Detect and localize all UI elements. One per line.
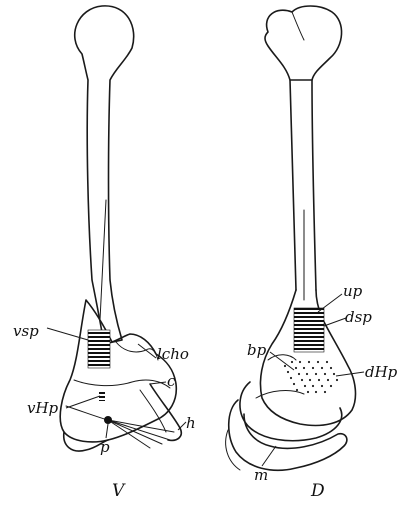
dhp-dots: [284, 361, 338, 393]
ventral-view-label: V: [112, 481, 126, 501]
p-dot: [104, 416, 112, 424]
vsp-patch: [88, 330, 110, 368]
label-up: up: [343, 282, 363, 300]
label-dsp: dsp: [345, 308, 372, 326]
label-bp: bp: [247, 341, 267, 359]
vhp-leader: [66, 396, 100, 408]
dsp-leader: [324, 318, 346, 326]
up-leader: [318, 294, 342, 312]
dorsal-lower-condyle-inner: [256, 391, 304, 398]
ventral-view: vsp lcho c vHp h p V: [13, 6, 196, 501]
label-h: h: [186, 414, 196, 432]
dorsal-view: up dsp bp dHp m D: [226, 6, 398, 501]
dorsal-shaft: [290, 80, 316, 290]
vsp-leader: [47, 328, 88, 340]
dorsal-head-crease: [292, 12, 304, 40]
dorsal-base: [229, 400, 347, 470]
ventral-mid-lobe: [74, 380, 170, 388]
label-vhp: vHp: [27, 399, 59, 417]
label-lcho: lcho: [157, 345, 189, 363]
dorsal-base-lower: [226, 430, 240, 470]
ventral-lower-ridge: [66, 406, 108, 420]
label-dhp: dHp: [365, 363, 398, 381]
ventral-humerus-outline: [75, 6, 134, 344]
ventral-tendon-3: [108, 420, 162, 444]
dorsal-view-label: D: [310, 481, 325, 501]
ventral-shaft-ridge: [100, 200, 106, 320]
p-leader: [106, 424, 108, 438]
ventral-upper-lobe: [116, 342, 158, 360]
label-vsp: vsp: [13, 322, 39, 340]
label-c: c: [167, 372, 176, 390]
up-dsp-patch: [294, 308, 324, 352]
label-m: m: [254, 466, 268, 484]
m-leader: [262, 446, 276, 466]
dorsal-bp-lobe: [268, 355, 296, 360]
dhp-leader: [336, 372, 364, 376]
dorsal-humerus-head: [265, 6, 342, 80]
label-p: p: [100, 438, 110, 456]
ventral-distal-condyle: [60, 300, 176, 442]
